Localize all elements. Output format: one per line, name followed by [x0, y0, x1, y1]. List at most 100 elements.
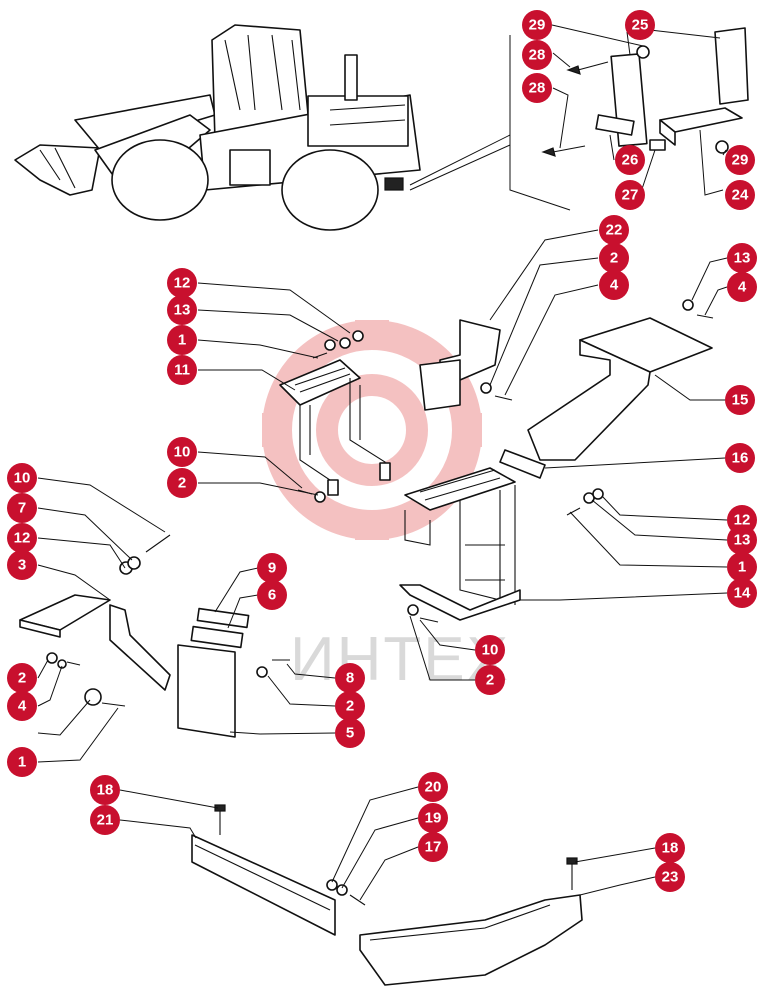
callout-circle	[475, 635, 505, 665]
callout-label: 12	[14, 530, 31, 547]
callout-3: 3	[7, 550, 37, 580]
part-3-fender	[19, 534, 171, 707]
callout-circle	[167, 268, 197, 298]
callout-circle	[522, 40, 552, 70]
callout-label: 13	[734, 532, 751, 549]
callout-21: 21	[90, 805, 120, 835]
callout-2: 2	[167, 468, 197, 498]
callout-circle	[725, 385, 755, 415]
detail-pointer-line	[409, 134, 511, 191]
callout-label: 12	[174, 275, 191, 292]
callout-circle	[335, 691, 365, 721]
callout-12: 12	[7, 523, 37, 553]
callout-12: 12	[167, 268, 197, 298]
callout-circle	[7, 691, 37, 721]
callout-label: 6	[268, 587, 276, 604]
part-5-mudflap	[177, 607, 290, 738]
part-23-bar	[359, 857, 583, 986]
callout-13: 13	[727, 525, 757, 555]
callout-circle	[475, 665, 505, 695]
callout-circle	[599, 270, 629, 300]
watermark: ИНТЕХ	[262, 320, 508, 694]
callout-10: 10	[167, 437, 197, 467]
callout-label: 28	[529, 47, 546, 64]
callout-2: 2	[599, 243, 629, 273]
callout-label: 3	[18, 557, 26, 574]
callout-circle	[257, 553, 287, 583]
callout-label: 10	[174, 444, 191, 461]
callout-label: 2	[610, 250, 618, 267]
callout-circle	[418, 832, 448, 862]
callout-circle	[90, 775, 120, 805]
callout-label: 26	[622, 152, 639, 169]
callout-label: 20	[425, 779, 442, 796]
callout-label: 1	[18, 754, 26, 771]
callout-23: 23	[655, 862, 685, 892]
callout-label: 5	[346, 725, 354, 742]
callout-circle	[7, 663, 37, 693]
callout-circle	[335, 663, 365, 693]
callout-label: 10	[482, 642, 499, 659]
callout-label: 2	[486, 672, 494, 689]
callout-20: 20	[418, 772, 448, 802]
callout-13: 13	[167, 295, 197, 325]
callout-label: 29	[529, 17, 546, 34]
callout-label: 14	[734, 585, 751, 602]
part-14-step-assembly	[399, 467, 604, 623]
callout-4: 4	[599, 270, 629, 300]
callout-18: 18	[90, 775, 120, 805]
callout-circle	[727, 272, 757, 302]
callout-label: 2	[18, 670, 26, 687]
callout-17: 17	[418, 832, 448, 862]
callout-label: 13	[734, 250, 751, 267]
callout-label: 2	[346, 698, 354, 715]
callout-label: 27	[622, 187, 639, 204]
callout-15: 15	[725, 385, 755, 415]
callout-circle	[418, 772, 448, 802]
callout-label: 9	[268, 560, 276, 577]
callout-label: 18	[97, 782, 114, 799]
callout-circle	[7, 523, 37, 553]
callout-10: 10	[475, 635, 505, 665]
callout-circle	[7, 747, 37, 777]
callout-circle	[725, 145, 755, 175]
callout-label: 4	[610, 277, 619, 294]
callout-circle	[725, 180, 755, 210]
callout-circle	[257, 580, 287, 610]
callout-circle	[90, 805, 120, 835]
callout-label: 1	[738, 559, 746, 576]
callout-label: 15	[732, 392, 749, 409]
callout-circle	[655, 862, 685, 892]
callout-28: 28	[522, 73, 552, 103]
callout-label: 4	[18, 698, 27, 715]
callout-circle	[335, 718, 365, 748]
callout-label: 16	[732, 450, 749, 467]
callout-18: 18	[655, 833, 685, 863]
callout-27: 27	[615, 180, 645, 210]
part-15-step-bracket	[499, 299, 714, 479]
callout-2: 2	[335, 691, 365, 721]
mudflap-detail-group	[541, 27, 749, 157]
callout-circle	[725, 443, 755, 473]
callout-9: 9	[257, 553, 287, 583]
callout-label: 10	[14, 470, 31, 487]
callout-label: 1	[178, 332, 186, 349]
callout-label: 13	[174, 302, 191, 319]
callout-circle	[167, 325, 197, 355]
callouts: 29 25 28 28 26 29 27 24	[7, 10, 757, 892]
callout-6: 6	[257, 580, 287, 610]
wheel-loader-illustration	[14, 24, 421, 231]
callout-circle	[599, 215, 629, 245]
callout-label: 12	[734, 512, 751, 529]
callout-label: 28	[529, 80, 546, 97]
callout-label: 2	[178, 475, 186, 492]
callout-25: 25	[625, 10, 655, 40]
callout-24: 24	[725, 180, 755, 210]
watermark-gear-logo	[262, 320, 482, 540]
callout-circle	[727, 525, 757, 555]
callout-label: 25	[632, 17, 649, 34]
callout-label: 23	[662, 869, 679, 886]
callout-circle	[418, 803, 448, 833]
callout-circle	[727, 552, 757, 582]
